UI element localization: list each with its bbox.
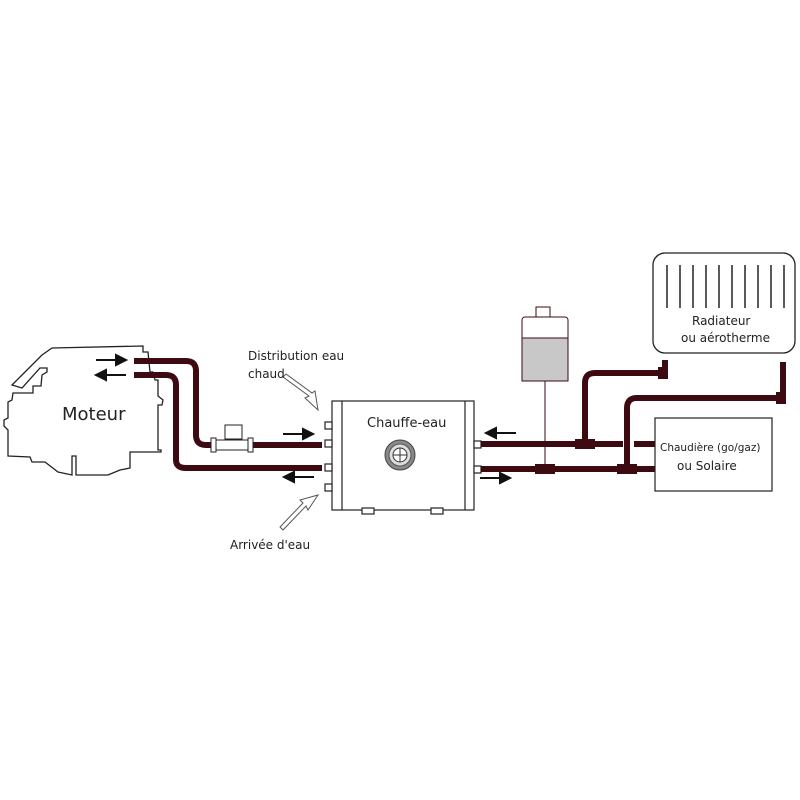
pipes-left	[134, 358, 322, 471]
distribution-label-2: chaud	[248, 367, 285, 381]
distribution-label-1: Distribution eau	[248, 349, 344, 363]
expansion-tank-icon	[521, 306, 569, 465]
boiler	[654, 417, 773, 492]
radiator-label-2: ou aérotherme	[681, 331, 770, 345]
radiator	[652, 252, 796, 354]
flow-arrows	[93, 353, 516, 485]
engine-label: Moteur	[62, 404, 126, 425]
pipe-tees	[535, 367, 786, 474]
callout-arrow-inlet	[279, 494, 320, 531]
boiler-label-1: Chaudière (go/gaz)	[660, 442, 760, 454]
valve-icon	[210, 424, 254, 453]
water-heater-label: Chauffe-eau	[367, 416, 446, 431]
inlet-label: Arrivée d'eau	[230, 538, 310, 552]
heater-port-icon	[384, 439, 416, 471]
boiler-label-2: ou Solaire	[677, 459, 737, 473]
callout-arrow-distribution	[282, 373, 319, 412]
radiator-label-1: Radiateur	[692, 314, 750, 328]
